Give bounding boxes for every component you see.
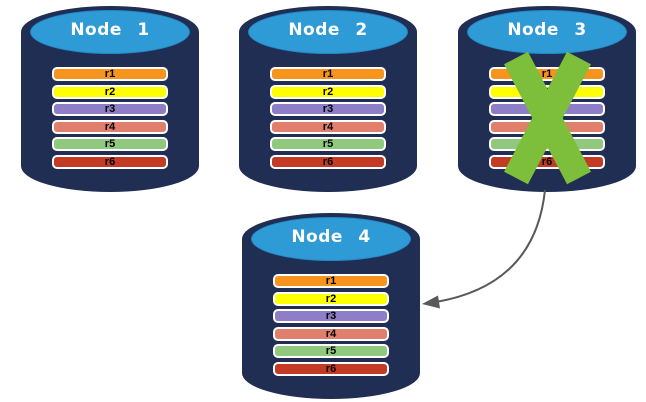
cylinder-top-face <box>30 10 190 54</box>
record-bar-r1: r1 <box>273 274 389 288</box>
record-bar-r1: r1 <box>52 67 168 81</box>
record-bar-r3: r3 <box>273 309 389 324</box>
node-label: Node 3 <box>507 20 587 40</box>
node-label: Node 4 <box>291 227 371 247</box>
record-bar-r2: r2 <box>270 84 386 99</box>
record-stack: r1 r2 r3 r4 r5 r6 <box>52 67 168 169</box>
record-bar-r6: r6 <box>270 154 386 169</box>
node-label: Node 1 <box>70 20 150 40</box>
record-bar-r4: r4 <box>270 119 386 134</box>
record-bar-r3: r3 <box>270 102 386 117</box>
cylinder-top-face <box>248 10 408 54</box>
record-bar-r6: r6 <box>52 154 168 169</box>
record-bar-r4: r4 <box>52 119 168 134</box>
cylinder-top-face <box>251 217 411 261</box>
database-node-1: Node 1 r1 r2 r3 r4 r5 r6 <box>21 6 199 192</box>
failure-x-icon <box>504 51 591 185</box>
record-stack: r1 r2 r3 r4 r5 r6 <box>270 67 386 169</box>
record-bar-r4: r4 <box>273 326 389 341</box>
record-bar-r6: r6 <box>273 361 389 376</box>
cylinder-top-face <box>467 10 627 54</box>
record-bar-r3: r3 <box>52 102 168 117</box>
record-bar-r5: r5 <box>270 137 386 152</box>
record-bar-r2: r2 <box>52 84 168 99</box>
record-bar-r5: r5 <box>273 344 389 359</box>
record-bar-r1: r1 <box>270 67 386 81</box>
record-stack: r1 r2 r3 r4 r5 r6 <box>273 274 389 376</box>
failover-arrow <box>422 189 546 309</box>
database-node-3: Node 3 r1 r2 r3 r4 r5 r6 <box>458 6 636 192</box>
record-bar-r2: r2 <box>273 291 389 306</box>
node-label: Node 2 <box>288 20 368 40</box>
record-bar-r5: r5 <box>52 137 168 152</box>
database-node-2: Node 2 r1 r2 r3 r4 r5 r6 <box>239 6 417 192</box>
database-node-4: Node 4 r1 r2 r3 r4 r5 r6 <box>242 213 420 399</box>
